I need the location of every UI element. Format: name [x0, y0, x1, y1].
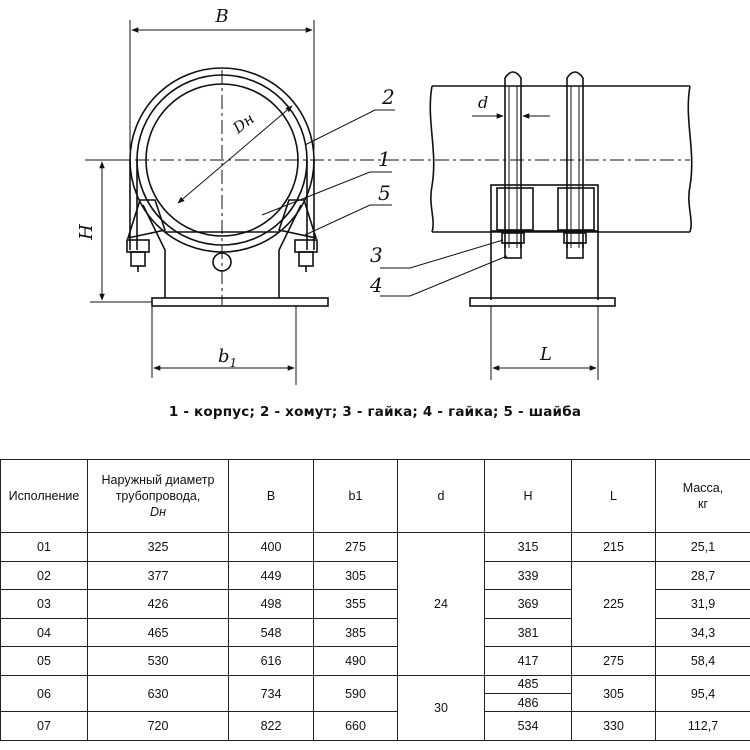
label-part-3: 3: [370, 243, 383, 267]
table-row: 03 426 498 355 369 31,9: [0, 589, 750, 619]
table-row: 05 530 616 490 417 275 58,4: [0, 646, 750, 676]
label-L: L: [539, 344, 552, 365]
table-row: 06 630 734 590 30 485 305 95,4: [0, 674, 750, 742]
label-d: d: [478, 93, 488, 112]
table-row: 486: [1, 693, 750, 713]
cell-d-24: 24: [397, 532, 485, 676]
front-view: [85, 20, 690, 385]
spec-table: Исполнение Наружный диаметр трубопровода…: [0, 458, 750, 742]
label-H: H: [76, 224, 97, 241]
header-L: L: [571, 458, 656, 534]
cell-d-30: 30: [397, 674, 485, 742]
header-b1: b1: [313, 458, 398, 534]
label-part-1: 1: [378, 147, 391, 171]
table-row: 07 720 822 660 534 330 112,7: [0, 711, 750, 741]
table-row: 01 325 400 275 24 315 215 25,1: [0, 532, 750, 676]
figure-caption: 1 - корпус; 2 - хомут; 3 - гайка; 4 - га…: [168, 404, 582, 420]
technical-drawing: B Dн H b1 d L 2 1 5 3 4: [76, 6, 693, 385]
table-row: 02 377 449 305 339 225 28,7: [0, 560, 750, 648]
label-part-2: 2: [381, 85, 395, 109]
label-B: B: [214, 6, 228, 27]
header-outer-diameter: Наружный диаметр трубопровода, Dн: [87, 458, 229, 534]
header-mass: Масса, кг: [655, 458, 750, 534]
label-part-4: 4: [369, 273, 383, 297]
table-header-row: Исполнение Наружный диаметр трубопровода…: [0, 458, 750, 534]
label-part-5: 5: [378, 181, 391, 205]
header-d: d: [397, 458, 485, 534]
header-H: H: [484, 458, 572, 534]
cell-l-225: 225: [571, 560, 656, 648]
header-version: Исполнение: [0, 458, 88, 534]
header-B: B: [228, 458, 314, 534]
label-Dn: Dн: [229, 109, 258, 137]
side-view: [380, 71, 693, 380]
label-b1: b1: [218, 346, 237, 370]
